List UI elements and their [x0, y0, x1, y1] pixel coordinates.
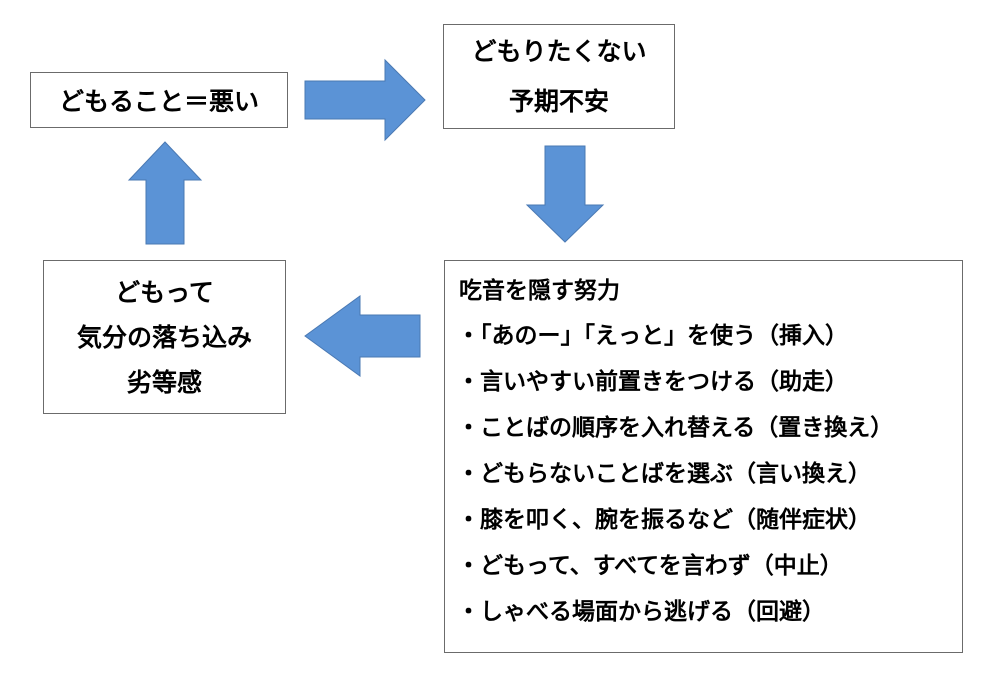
- arrow-up: [127, 141, 203, 245]
- anticipatory-anxiety-box: どもりたくない 予期不安: [443, 24, 675, 129]
- efforts-list-item: ・どもって、すべてを言わず（中止）: [457, 553, 843, 579]
- efforts-heading: 吃音を隠す努力: [459, 278, 620, 304]
- arrow-right: [304, 58, 426, 142]
- feelings-line-3: 劣等感: [126, 367, 202, 397]
- anxiety-line-1: どもりたくない: [471, 36, 647, 66]
- stuttering-bad-box: どもること＝悪い: [30, 72, 288, 128]
- efforts-list-item: ・「あのー」「えっと」を使う（挿入）: [457, 323, 848, 349]
- efforts-list-item: ・どもらないことばを選ぶ（言い換え）: [457, 461, 871, 487]
- hiding-efforts-box: 吃音を隠す努力 ・「あのー」「えっと」を使う（挿入） ・言いやすい前置きをつける…: [444, 260, 963, 653]
- efforts-list-item: ・言いやすい前置きをつける（助走）: [457, 369, 848, 395]
- stuttering-bad-label: どもること＝悪い: [58, 87, 259, 116]
- efforts-list-item: ・膝を叩く、腕を振るなど（随伴症状）: [457, 507, 871, 533]
- anxiety-line-2: 予期不安: [508, 86, 609, 116]
- feelings-line-2: 気分の落ち込み: [76, 322, 252, 352]
- efforts-list: ・「あのー」「えっと」を使う（挿入） ・言いやすい前置きをつける（助走） ・こと…: [457, 313, 962, 635]
- feelings-line-1: どもって: [115, 277, 214, 307]
- efforts-list-item: ・ことばの順序を入れ替える（置き換え）: [457, 415, 894, 441]
- feelings-box: どもって 気分の落ち込み 劣等感: [43, 260, 286, 414]
- efforts-list-item: ・しゃべる場面から逃げる（回避）: [457, 599, 825, 625]
- arrow-left: [304, 295, 421, 377]
- arrow-down: [525, 145, 605, 243]
